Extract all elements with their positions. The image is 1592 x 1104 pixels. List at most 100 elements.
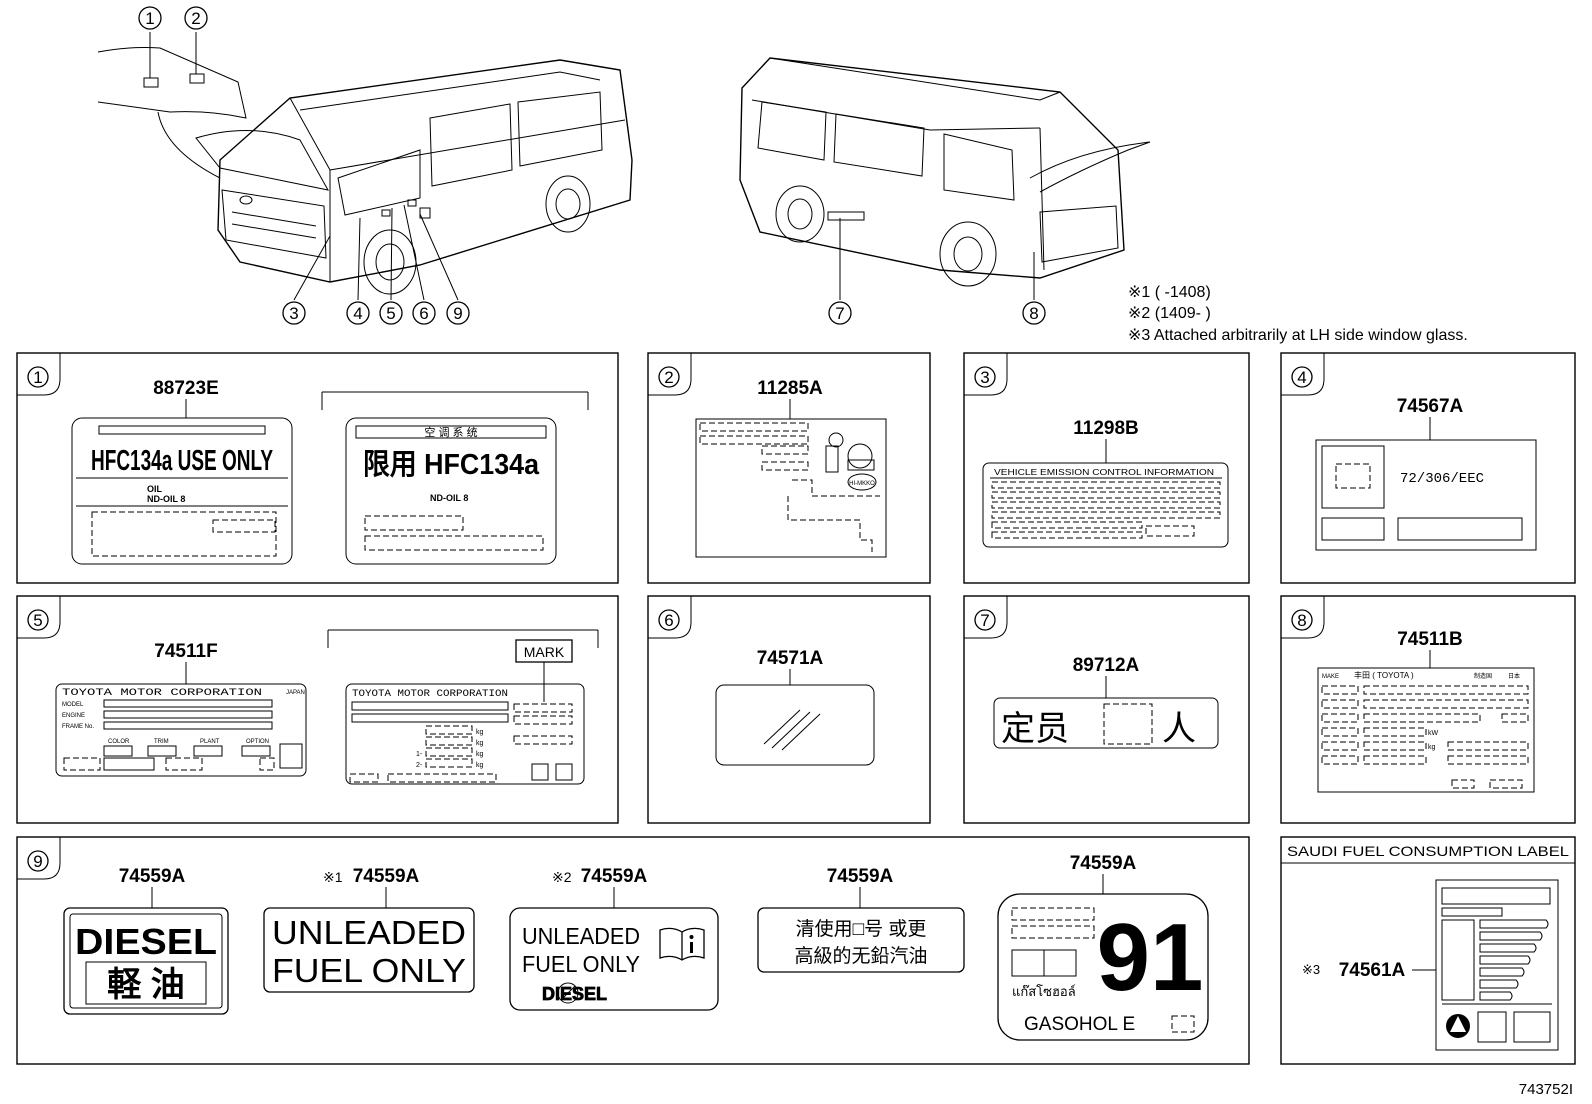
callout-9: 9: [453, 304, 462, 323]
svg-text:2: 2: [664, 368, 673, 387]
svg-text:丰田 ( TOYOTA ): 丰田 ( TOYOTA ): [1354, 670, 1414, 680]
van-rear-illustration: [739, 57, 1151, 300]
callout-3: 3: [289, 304, 298, 323]
svg-text:kg: kg: [476, 729, 484, 736]
mark-callout: MARK: [524, 644, 565, 660]
svg-text:OPTION: OPTION: [246, 739, 269, 745]
svg-text:HI-MKKO: HI-MKKO: [849, 481, 875, 487]
svg-text:GASOHOL E: GASOHOL E: [1024, 1014, 1135, 1035]
panel-6: 6 74571A: [647, 595, 931, 824]
svg-text:制造国: 制造国: [1474, 672, 1492, 680]
part-number: 11285A: [757, 378, 823, 399]
svg-text:空 调 系 统: 空 调 系 统: [424, 425, 477, 439]
svg-text:kW: kW: [1428, 730, 1439, 737]
svg-text:FUEL ONLY: FUEL ONLY: [522, 951, 640, 977]
part-number: 74559A: [581, 866, 648, 887]
part-number: 74561A: [1339, 960, 1406, 981]
svg-text:2-: 2-: [416, 762, 423, 769]
svg-text:TOYOTA MOTOR CORPORATION: TOYOTA MOTOR CORPORATION: [62, 688, 262, 699]
svg-text:4: 4: [1297, 368, 1306, 387]
part-number: 88723E: [153, 378, 219, 399]
panel-3: 3 11298B VEHICLE EMISSION CONTROL INFORM…: [963, 352, 1250, 584]
svg-text:VEHICLE EMISSION CONTROL INFOR: VEHICLE EMISSION CONTROL INFORMATION: [994, 468, 1214, 477]
svg-text:JAPAN: JAPAN: [286, 690, 305, 696]
part-number: 74559A: [827, 866, 894, 887]
part-number: 74511F: [154, 641, 217, 662]
callout-4: 4: [353, 304, 362, 323]
panel-7: 7 89712A 定员 人: [963, 595, 1250, 824]
saudi-label-title: SAUDI FUEL CONSUMPTION LABEL: [1287, 843, 1569, 859]
svg-text:DIESEL: DIESEL: [542, 984, 607, 1004]
svg-text:FUEL ONLY: FUEL ONLY: [272, 952, 466, 989]
svg-text:kg: kg: [1428, 744, 1436, 751]
panel-5: 5 74511F TOYOTA MOTOR CORPORATION JAPAN …: [16, 595, 619, 824]
note-3: ※3 Attached arbitrarily at LH side windo…: [1128, 327, 1468, 344]
svg-text:OIL: OIL: [147, 484, 163, 494]
svg-text:TRIM: TRIM: [154, 739, 169, 745]
svg-text:COLOR: COLOR: [108, 739, 130, 745]
svg-text:※1: ※1: [323, 869, 343, 885]
svg-text:ENGINE: ENGINE: [62, 713, 85, 719]
part-number: 74559A: [353, 866, 420, 887]
svg-text:kg: kg: [476, 762, 484, 769]
svg-text:1: 1: [33, 368, 42, 387]
part-number: 11298B: [1073, 418, 1139, 439]
note-1: ※1 ( -1408): [1128, 284, 1211, 301]
callout-8: 8: [1029, 304, 1038, 323]
svg-text:9: 9: [33, 852, 42, 871]
label-hfc134a-use-only: HFC134a USE ONLY: [91, 445, 273, 477]
part-number: 74511B: [1397, 629, 1463, 650]
svg-text:日本: 日本: [1508, 672, 1520, 680]
svg-text:軽 油: 軽 油: [107, 966, 184, 1004]
directive-code: 72/306/EEC: [1400, 471, 1484, 487]
panel-saudi: SAUDI FUEL CONSUMPTION LABEL ※3 74561A: [1280, 836, 1576, 1065]
unleaded-chinese-label: 清使用□号 或更: [796, 918, 927, 940]
manual-book-icon: [659, 927, 705, 961]
part-number: 74559A: [119, 866, 186, 887]
svg-text:ND-OIL 8: ND-OIL 8: [147, 494, 185, 504]
callout-2: 2: [191, 9, 200, 28]
part-number: 74571A: [757, 648, 824, 669]
callout-5: 5: [386, 304, 395, 323]
octane-91: 91: [1097, 904, 1204, 1011]
svg-text:kg: kg: [476, 751, 484, 758]
top-callouts: 1 2 3 4 5 6 9 7 8: [138, 6, 1046, 325]
label-hfc134a-chinese: 限用 HFC134a: [363, 449, 540, 481]
svg-text:ND-OIL 8: ND-OIL 8: [430, 493, 468, 503]
svg-text:1-: 1-: [416, 751, 423, 758]
panel-4: 4 74567A 72/306/EEC: [1280, 352, 1576, 584]
svg-text:PLANT: PLANT: [200, 739, 220, 745]
svg-text:※2: ※2: [552, 869, 572, 885]
part-number: 89712A: [1073, 655, 1140, 676]
callout-1: 1: [145, 9, 154, 28]
figure-id: 743752I: [1519, 1081, 1573, 1098]
svg-text:高級的无鉛汽油: 高級的无鉛汽油: [794, 945, 927, 967]
panel-8: 8 74511B MAKE 丰田 ( TOYOTA ) 制造国 日本 kW kg: [1280, 595, 1576, 824]
svg-text:MODEL: MODEL: [62, 702, 84, 708]
svg-text:5: 5: [33, 611, 42, 630]
svg-text:8: 8: [1297, 611, 1306, 630]
svg-text:※3: ※3: [1302, 962, 1320, 977]
callout-7: 7: [835, 304, 844, 323]
panel-9: 9 74559A DIESEL 軽 油 ※1 74559A UNLEADED F…: [16, 836, 1250, 1065]
svg-text:TOYOTA MOTOR CORPORATION: TOYOTA MOTOR CORPORATION: [352, 689, 508, 700]
svg-text:MAKE: MAKE: [1322, 674, 1339, 680]
seat-capacity-label: 定员: [1001, 710, 1069, 748]
diesel-label: DIESEL: [75, 921, 217, 962]
panel-2: 2 11285A HI-MKKO: [647, 352, 931, 584]
part-number: 74559A: [1070, 853, 1137, 874]
van-front-illustration: [97, 32, 633, 301]
svg-text:人: 人: [1162, 710, 1196, 748]
svg-text:FRAME No.: FRAME No.: [62, 724, 94, 730]
notes: ※1 ( -1408) ※2 (1409- ) ※3 Attached arbi…: [1128, 284, 1468, 344]
svg-text:แก๊สโซฮอล์: แก๊สโซฮอล์: [1012, 984, 1076, 999]
part-number: 74567A: [1397, 396, 1464, 417]
panel-1: 1 88723E HFC134a USE ONLY OIL ND-OIL 8 空…: [16, 352, 619, 584]
svg-text:7: 7: [980, 611, 989, 630]
saudi-logo-icon: [1446, 1014, 1470, 1038]
callout-6: 6: [419, 304, 428, 323]
svg-text:UNLEADED: UNLEADED: [522, 923, 640, 949]
svg-text:kg: kg: [476, 740, 484, 747]
unleaded-fuel-only-label: UNLEADED: [272, 914, 466, 951]
